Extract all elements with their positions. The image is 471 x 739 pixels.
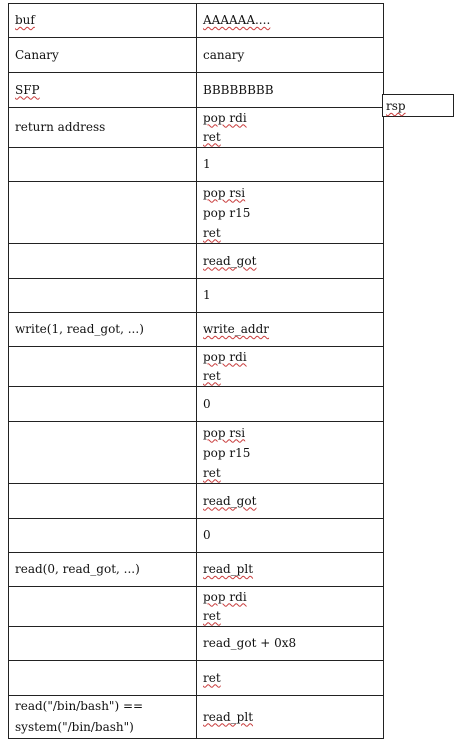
row-label: [8, 181, 197, 244]
row-label: buf: [8, 3, 197, 38]
row-label: SFP: [8, 72, 197, 108]
stack-row: 0: [8, 518, 384, 553]
stack-row: read("/bin/bash") == system("/bin/bash")…: [8, 695, 384, 739]
stack-row: pop rdi ret: [8, 586, 384, 627]
row-value: read_got: [196, 483, 384, 519]
stack-layout-table: buf AAAAAA.... Canary canary SFP BBBBBBB…: [8, 3, 384, 739]
row-value: pop rsi pop r15 ret: [196, 421, 384, 484]
row-label: Canary: [8, 37, 197, 73]
row-label: [8, 421, 197, 484]
stack-row: buf AAAAAA....: [8, 3, 384, 38]
stack-row: read_got: [8, 243, 384, 279]
row-value: 1: [196, 147, 384, 182]
stack-row: pop rdi ret: [8, 346, 384, 387]
stack-row: 1: [8, 278, 384, 313]
row-label: [8, 147, 197, 182]
row-value: BBBBBBBB: [196, 72, 384, 108]
stack-row: read_got: [8, 483, 384, 519]
row-label: [8, 586, 197, 627]
row-value: read_plt: [196, 552, 384, 587]
stack-row: return address pop rdi ret: [8, 107, 384, 148]
stack-row: pop rsi pop r15 ret: [8, 181, 384, 244]
stack-row: 0: [8, 386, 384, 422]
stack-row: Canary canary: [8, 37, 384, 73]
row-value: read_got + 0x8: [196, 626, 384, 661]
stack-row: read(0, read_got, ...) read_plt: [8, 552, 384, 587]
row-label: [8, 278, 197, 313]
row-label: [8, 483, 197, 519]
stack-row: write(1, read_got, ...) write_addr: [8, 312, 384, 347]
stack-row: read_got + 0x8: [8, 626, 384, 661]
row-value: read_plt: [196, 695, 384, 739]
row-label: return address: [8, 107, 197, 148]
row-value: canary: [196, 37, 384, 73]
row-value: pop rdi ret: [196, 346, 384, 387]
row-label: [8, 626, 197, 661]
row-label: [8, 243, 197, 279]
row-value: write_addr: [196, 312, 384, 347]
row-label: [8, 386, 197, 422]
row-label: [8, 518, 197, 553]
stack-row: SFP BBBBBBBB: [8, 72, 384, 108]
row-value: pop rdi ret: [196, 107, 384, 148]
row-value: 0: [196, 518, 384, 553]
rsp-pointer-label: rsp: [382, 94, 454, 117]
row-label: read(0, read_got, ...): [8, 552, 197, 587]
row-value: 1: [196, 278, 384, 313]
row-value: 0: [196, 386, 384, 422]
row-label: write(1, read_got, ...): [8, 312, 197, 347]
row-value: AAAAAA....: [196, 3, 384, 38]
row-label: [8, 660, 197, 696]
row-value: pop rsi pop r15 ret: [196, 181, 384, 244]
stack-row: pop rsi pop r15 ret: [8, 421, 384, 484]
stack-row: 1: [8, 147, 384, 182]
row-label: [8, 346, 197, 387]
row-label: read("/bin/bash") == system("/bin/bash"): [8, 695, 197, 739]
stack-row: ret: [8, 660, 384, 696]
row-value: read_got: [196, 243, 384, 279]
row-value: pop rdi ret: [196, 586, 384, 627]
row-value: ret: [196, 660, 384, 696]
